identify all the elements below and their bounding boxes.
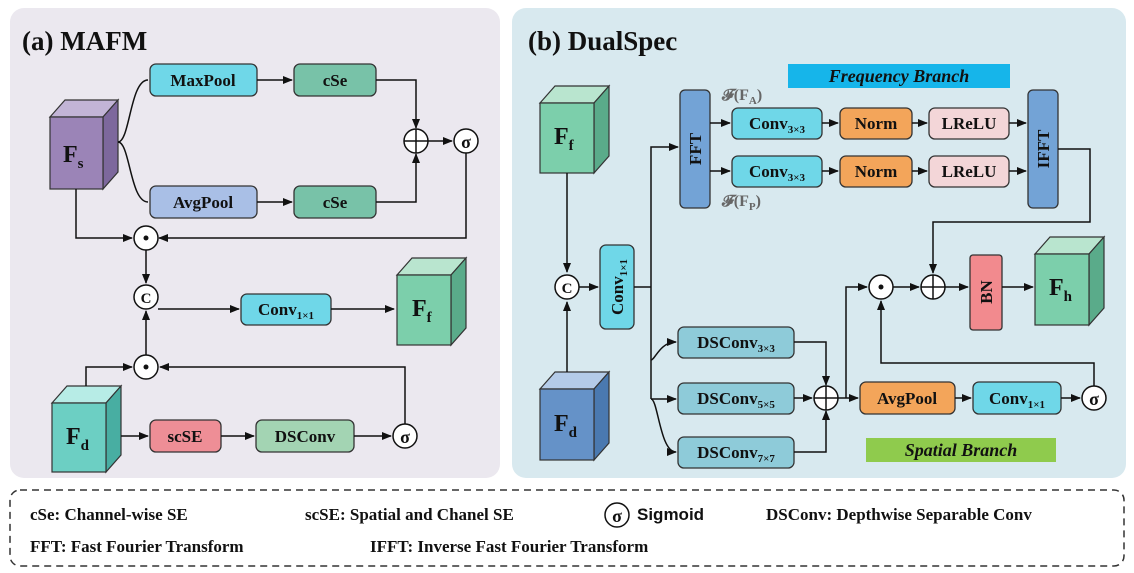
add-operator-a	[403, 128, 429, 154]
fft-box	[679, 89, 711, 209]
ff-cube-b: Ff	[538, 84, 611, 175]
legend-fft: FFT: Fast Fourier Transform	[30, 537, 244, 556]
svg-text:Fs: Fs	[63, 142, 84, 172]
panel-b-title: (b) DualSpec	[528, 26, 677, 56]
svg-text:σ: σ	[400, 427, 410, 447]
svg-text:σ: σ	[1089, 389, 1099, 409]
sigmoid-icon: σ	[1081, 385, 1107, 411]
svg-text:Fh: Fh	[1049, 275, 1073, 305]
svg-text:C: C	[141, 291, 152, 307]
svg-text:LReLU: LReLU	[942, 162, 997, 181]
svg-text:Ff: Ff	[412, 296, 433, 326]
multiply-operator-a2	[133, 354, 159, 380]
svg-text:FFT: FFT	[686, 132, 705, 165]
svg-text:LReLU: LReLU	[942, 114, 997, 133]
legend-dsconv: DSConv: Depthwise Separable Conv	[766, 505, 1032, 524]
legend-scse: scSE: Spatial and Chanel SE	[305, 505, 514, 524]
spatial-branch-banner	[866, 438, 1056, 462]
svg-text:C: C	[562, 281, 573, 297]
svg-text:Frequency Branch: Frequency Branch	[828, 66, 970, 86]
svg-text:σ: σ	[461, 132, 471, 152]
fs-brace-top	[117, 79, 149, 143]
concat-operator-a: C	[133, 284, 159, 310]
svg-text:BN: BN	[977, 279, 996, 303]
add-operator-b1	[920, 274, 946, 300]
phase-label: 𝓕(FP)	[721, 193, 761, 213]
legend-sigmoid: Sigmoid	[637, 505, 704, 524]
svg-text:AvgPool: AvgPool	[173, 193, 233, 212]
svg-text:Fd: Fd	[66, 424, 90, 454]
add-operator-b2	[813, 385, 839, 411]
svg-text:scSE: scSE	[168, 427, 203, 446]
svg-text:DSConv3×3: DSConv3×3	[697, 333, 775, 355]
panel-a-title: (a) MAFM	[22, 26, 147, 56]
bn-box	[969, 254, 1003, 331]
svg-text:Spatial Branch: Spatial Branch	[905, 440, 1018, 460]
fd-cube-b: Fd	[538, 370, 611, 462]
fs-cube: Fs	[48, 98, 120, 191]
svg-text:DSConv: DSConv	[275, 427, 336, 446]
sigmoid-icon: σ	[392, 423, 418, 449]
svg-text:Norm: Norm	[855, 114, 897, 133]
svg-text:Fd: Fd	[554, 411, 578, 441]
svg-text:DSConv5×5: DSConv5×5	[697, 389, 775, 411]
multiply-operator-a1	[133, 225, 159, 251]
svg-text:Conv3×3: Conv3×3	[749, 162, 806, 184]
fs-brace-bottom	[117, 141, 149, 203]
svg-text:σ: σ	[612, 506, 622, 526]
concat-operator-b: C	[554, 274, 580, 300]
svg-text:Conv3×3: Conv3×3	[749, 114, 806, 136]
sigmoid-icon: σ	[604, 502, 630, 528]
frequency-branch-banner	[788, 64, 1010, 88]
svg-text:DSConv7×7: DSConv7×7	[697, 443, 775, 465]
svg-text:MaxPool: MaxPool	[170, 71, 235, 90]
fd-cube-a: Fd	[50, 384, 123, 474]
svg-text:Conv1×1: Conv1×1	[989, 389, 1045, 411]
legend-box	[9, 489, 1125, 567]
svg-text:IFFT: IFFT	[1034, 129, 1053, 168]
sigmoid-icon: σ	[453, 128, 479, 154]
svg-text:Conv1×1: Conv1×1	[258, 300, 314, 322]
svg-text:Norm: Norm	[855, 162, 897, 181]
panel-a-background	[10, 8, 500, 478]
legend-cse: cSe: Channel-wise SE	[30, 505, 188, 524]
svg-text:cSe: cSe	[323, 71, 348, 90]
multiply-operator-b	[868, 274, 894, 300]
svg-text:cSe: cSe	[323, 193, 348, 212]
svg-text:Ff: Ff	[554, 124, 575, 154]
amplitude-label: 𝓕(FA)	[721, 87, 762, 107]
legend-ifft: IFFT: Inverse Fast Fourier Transform	[370, 537, 648, 556]
svg-text:Conv1×1: Conv1×1	[608, 259, 630, 315]
fh-cube: Fh	[1033, 235, 1106, 327]
svg-text:AvgPool: AvgPool	[877, 389, 937, 408]
ff-cube-a: Ff	[395, 256, 468, 347]
